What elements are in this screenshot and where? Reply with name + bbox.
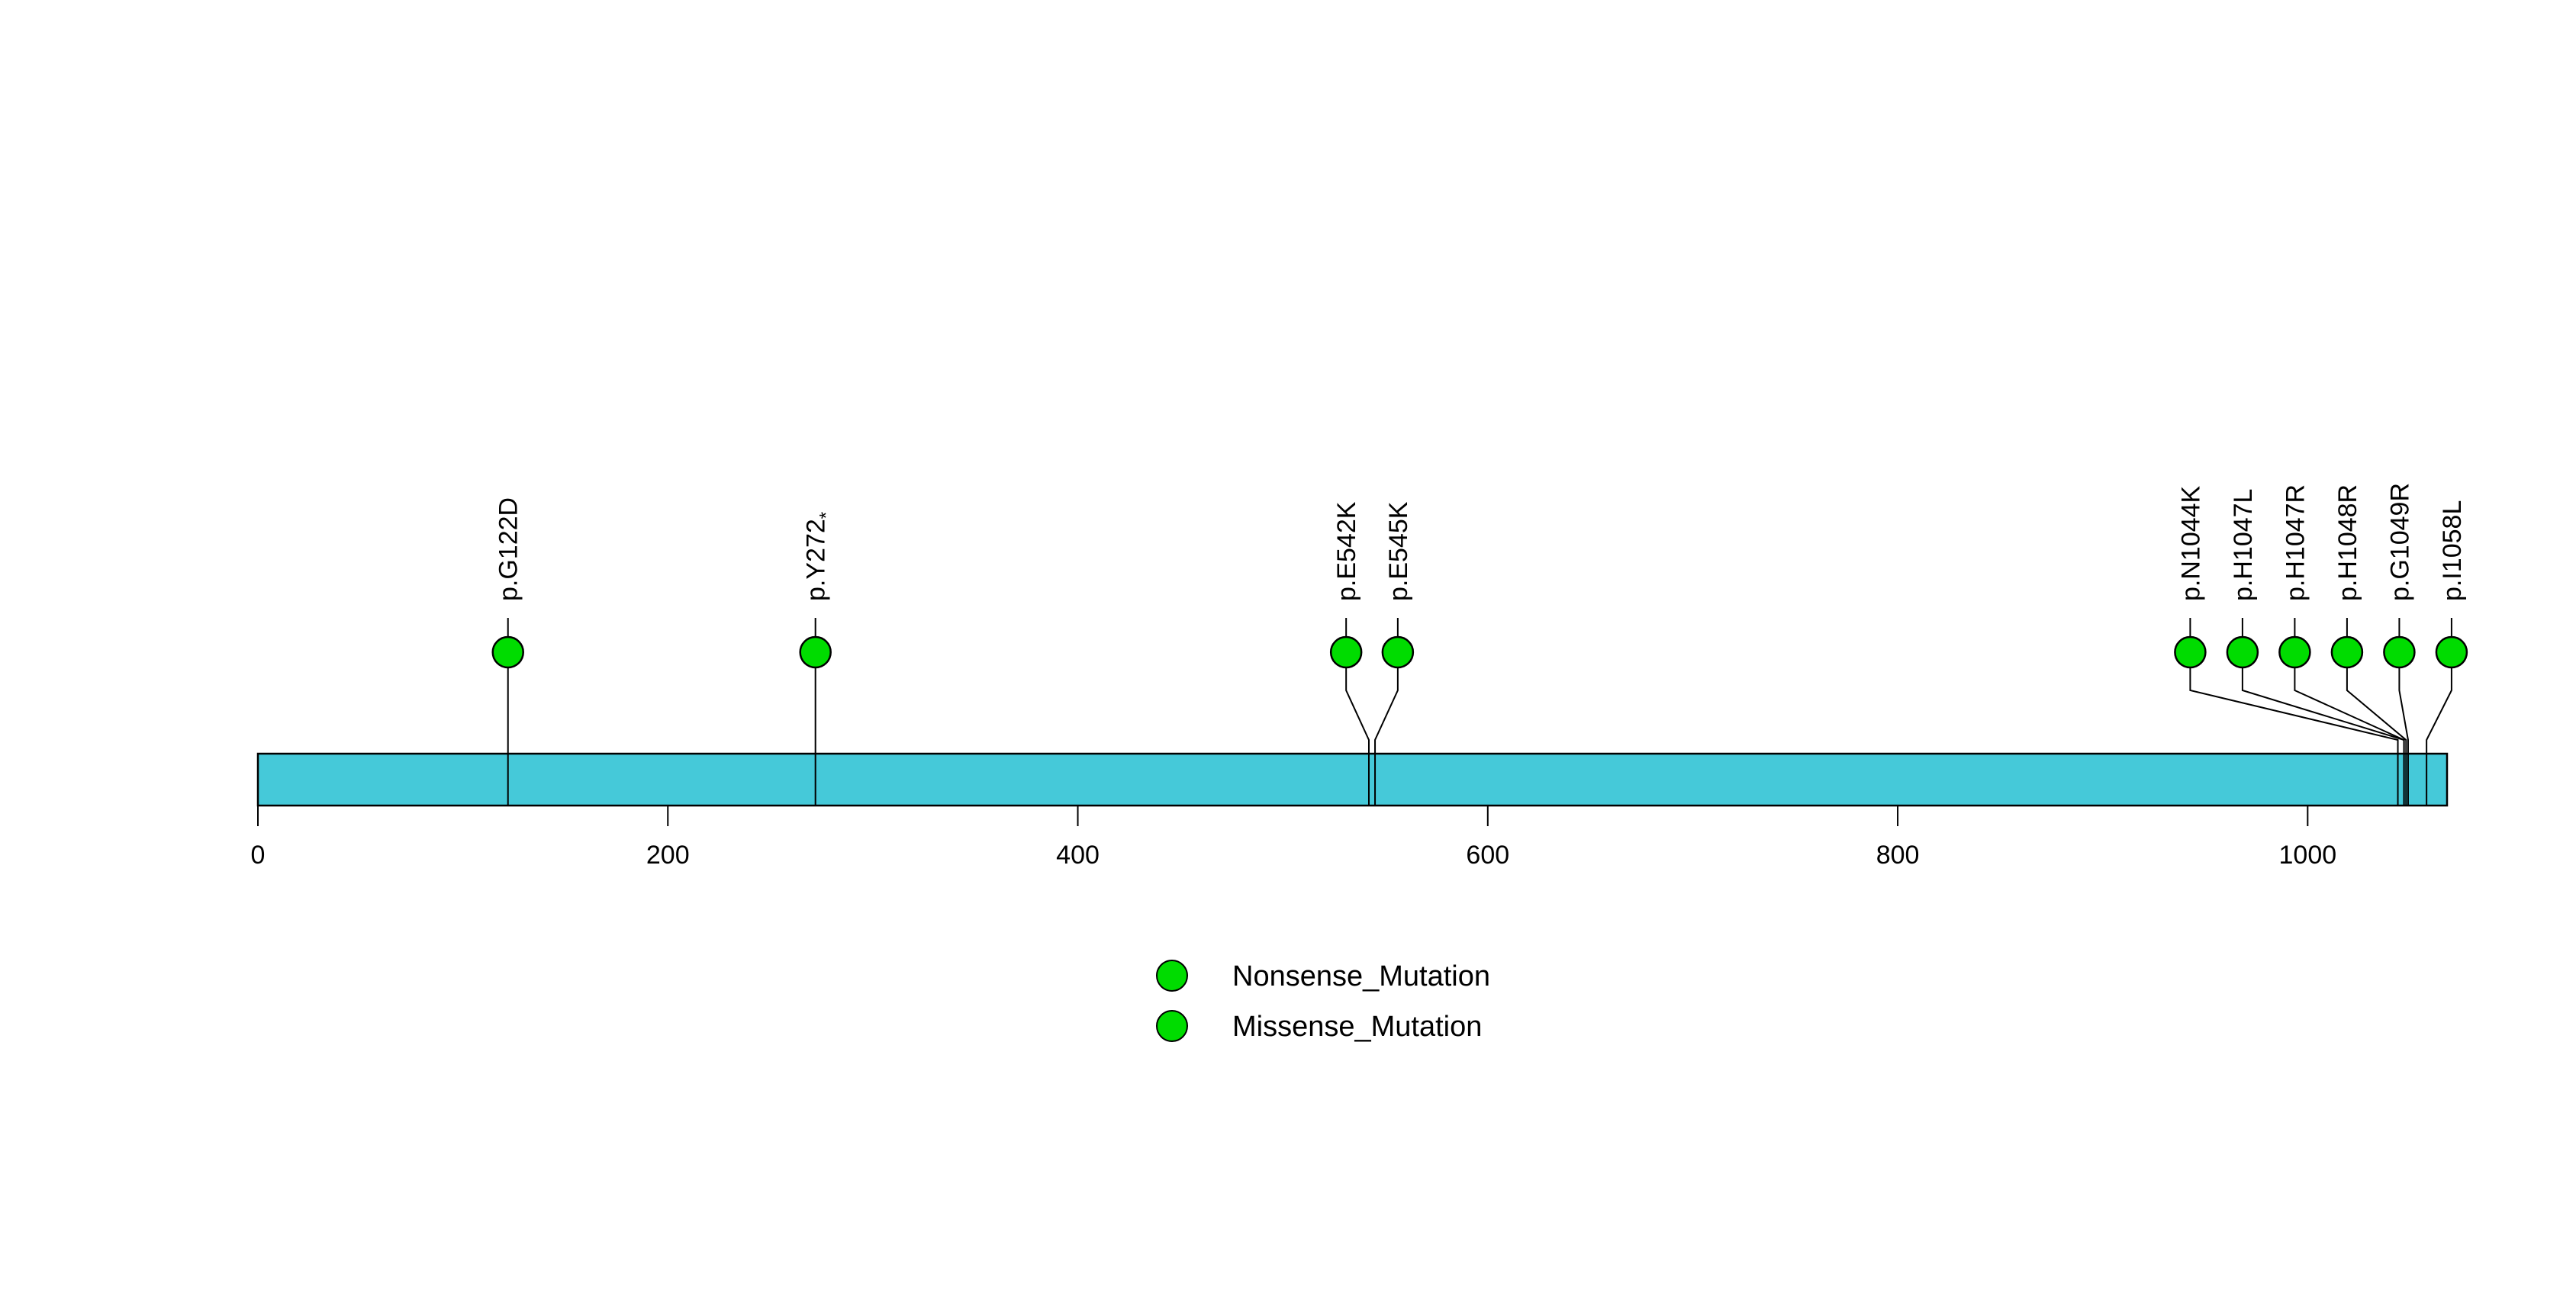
legend-label: Missense_Mutation xyxy=(1232,1011,1482,1043)
axis-tick-label: 1000 xyxy=(2279,841,2337,870)
stop-codon-asterisk: * xyxy=(816,512,837,519)
mutation-label: p.H1047R xyxy=(2281,484,2310,601)
lollipop-circle xyxy=(2226,635,2259,669)
lollipop-circle xyxy=(2278,635,2311,669)
mutation-label: p.H1047L xyxy=(2229,489,2258,601)
axis-tick-label: 400 xyxy=(1056,841,1100,870)
lollipop-circle xyxy=(491,635,524,669)
mutation-label: p.I1058L xyxy=(2438,500,2467,601)
mutation-label: p.E542K xyxy=(1332,501,1361,601)
lollipop-circle xyxy=(1381,635,1415,669)
lollipop-circle xyxy=(2330,635,2364,669)
plot-root: p.G122D p.Y272* p.E542K p.E545K p.N1044K p.H1… xyxy=(251,483,2468,1043)
lollipop-circle xyxy=(2174,635,2207,669)
lollipop-circle xyxy=(2383,635,2416,669)
mutation-label: p.E545K xyxy=(1384,501,1413,601)
mutation-label: p.Y272* xyxy=(802,512,837,601)
axis-tick-label: 0 xyxy=(251,841,266,870)
legend-swatch xyxy=(1156,1010,1188,1042)
mutation-label: p.G122D xyxy=(494,497,523,601)
lollipop-circle xyxy=(799,635,832,669)
lollipop-circle xyxy=(1329,635,1363,669)
mutation-label: p.H1048R xyxy=(2333,484,2362,601)
axis-tick-label: 600 xyxy=(1466,841,1509,870)
axis-tick-label: 200 xyxy=(646,841,690,870)
axis-tick-label: 800 xyxy=(1876,841,1920,870)
mutation-label: p.N1044K xyxy=(2176,485,2205,601)
legend-label: Nonsense_Mutation xyxy=(1232,960,1490,992)
protein-track xyxy=(256,752,2449,807)
lollipop-circle xyxy=(2435,635,2468,669)
legend-swatch xyxy=(1156,960,1188,992)
mutation-label: p.G1049R xyxy=(2385,483,2414,601)
